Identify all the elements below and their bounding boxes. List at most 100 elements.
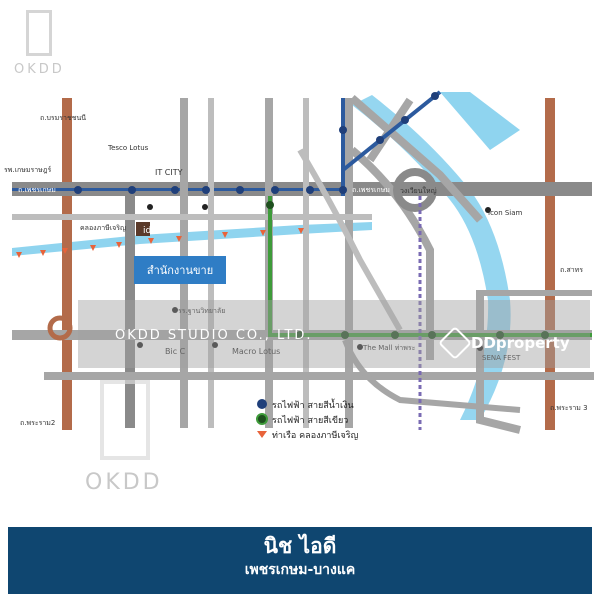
pier-marker	[40, 250, 46, 256]
blue-station-marker	[236, 186, 244, 194]
legend-blue-label: รถไฟฟ้า สายสีน้ำเงิน	[272, 401, 354, 411]
road-label-rama3: ถ.พระราม 3	[550, 404, 588, 412]
okdd-brand-bottom: OKDD	[85, 470, 163, 495]
river-upper	[440, 92, 520, 150]
project-marker-label: id	[143, 226, 151, 236]
blue-station-marker	[376, 136, 384, 144]
project-location: เพชรเกษม-บางแค	[244, 562, 356, 578]
poi-marker	[172, 307, 178, 313]
green-station-marker	[428, 331, 436, 339]
poi-marker	[477, 345, 483, 351]
blue-station-marker	[128, 186, 136, 194]
road-h4	[480, 290, 592, 296]
brown-road-left	[62, 98, 72, 430]
poi-marker	[137, 342, 143, 348]
pier-marker	[298, 228, 304, 234]
pier-marker	[62, 248, 68, 254]
footer-banner: นิช ไอดี เพชรเกษม-บางแค	[8, 527, 592, 594]
road-v6	[125, 196, 135, 428]
pier-marker	[148, 238, 154, 244]
legend-boat-pier: ท่าเรือ คลองภาษีเจริญ	[258, 428, 358, 442]
okdd-logo-top	[26, 10, 52, 56]
pier-marker	[116, 242, 122, 248]
poi-marker	[485, 207, 491, 213]
road-curve2	[297, 148, 403, 332]
green-line-track	[268, 196, 592, 337]
place-it-city: IT CITY	[155, 168, 183, 177]
brown-road-right	[545, 98, 555, 430]
poi-marker	[212, 342, 218, 348]
blue-stations	[74, 92, 439, 194]
watermark-band	[78, 300, 590, 368]
okdd-brand-top: OKDD	[14, 62, 65, 77]
legend-pier-label: ท่าเรือ คลองภาษีเจริญ	[272, 431, 359, 441]
place-sena-fest: SENA FEST	[482, 354, 521, 362]
green-station-marker	[266, 201, 274, 209]
place-wongwian-yai: วงเวียนใหญ่	[400, 186, 437, 195]
chao-phraya-river	[352, 95, 511, 420]
project-marker	[136, 222, 150, 236]
project-title: นิช ไอดี	[263, 534, 337, 558]
blue-station-marker	[171, 186, 179, 194]
poi-marker	[357, 344, 363, 350]
place-hospital: รพ.เกษมราษฎร์	[4, 166, 51, 174]
green-station-marker	[496, 331, 504, 339]
green-station-marker	[541, 331, 549, 339]
green-stations	[266, 201, 549, 339]
place-bic-c: Bic C	[165, 347, 186, 356]
blue-station-marker	[339, 186, 347, 194]
ddproperty-logo-icon	[438, 326, 472, 360]
place-the-mall-thapra: The Mall ท่าพระ	[362, 344, 416, 352]
pier-marker	[222, 232, 228, 238]
ddproperty-text: DDproperty	[471, 334, 570, 352]
road-v5	[345, 98, 353, 428]
phetkasem-road-east	[352, 182, 592, 196]
interchange-loop	[47, 315, 73, 341]
legend-green-marker	[256, 413, 268, 425]
blue-station-marker	[306, 186, 314, 194]
blue-station-marker	[74, 186, 82, 194]
legend-pier-marker	[257, 431, 267, 438]
pier-marker	[90, 245, 96, 251]
place-icon-siam: Icon Siam	[488, 209, 523, 217]
blue-station-marker	[271, 186, 279, 194]
road-label-borommaratchachonnani: ถ.บรมราชชนนี	[40, 114, 86, 122]
legend-green-label: รถไฟฟ้า สายสีเขียว	[272, 416, 349, 426]
wongwian-yai-circle	[393, 168, 437, 212]
road-diag	[349, 94, 483, 223]
okdd-logo-bottom	[100, 380, 150, 460]
legend-green-line: รถไฟฟ้า สายสีเขียว	[258, 413, 348, 427]
road-h1	[12, 214, 372, 220]
road-h3	[44, 372, 594, 380]
poi-marker	[202, 204, 208, 210]
pier-marker	[260, 230, 266, 236]
canal-label: คลองภาษีเจริญ	[80, 224, 126, 232]
poi-marker	[147, 204, 153, 210]
road-label-rama2: ถ.พระราม2	[20, 419, 55, 427]
ddproperty-watermark: DDproperty	[438, 326, 570, 360]
green-station-marker	[391, 331, 399, 339]
road-label-phetkasem: ถ.เพชรเกษม	[18, 186, 56, 194]
blue-station-marker	[339, 126, 347, 134]
area-map: ถ.บรมราชชนนี ถ.เพชรเกษม ถ.เพชรเกษม ถ.พระ…	[4, 90, 594, 438]
boat-piers	[16, 228, 304, 258]
place-school: รร.ฐานวิทยาลัย	[178, 307, 225, 315]
place-tesco: Tesco Lotus	[107, 144, 149, 152]
road-label-sathorn: ถ.สาทร	[560, 266, 583, 274]
legend-blue-line: รถไฟฟ้า สายสีน้ำเงิน	[258, 398, 354, 412]
canal	[12, 222, 372, 256]
green-station-marker	[341, 331, 349, 339]
road-v4	[303, 98, 309, 428]
sales-office-box: สำนักงานขาย	[134, 256, 226, 284]
road-label-phetkasem-east: ถ.เพชรเกษม	[352, 186, 390, 194]
pier-marker	[16, 252, 22, 258]
road-curve3	[342, 338, 521, 413]
place-macro-lotus: Macro Lotus	[232, 347, 280, 356]
blue-station-marker	[202, 186, 210, 194]
pier-marker	[176, 236, 182, 242]
green-station-marker	[296, 331, 304, 339]
legend-blue-marker	[257, 399, 267, 409]
blue-station-marker	[431, 92, 439, 100]
blue-station-marker	[401, 116, 409, 124]
studio-watermark: OKDD STUDIO CO., LTD.	[115, 328, 313, 343]
